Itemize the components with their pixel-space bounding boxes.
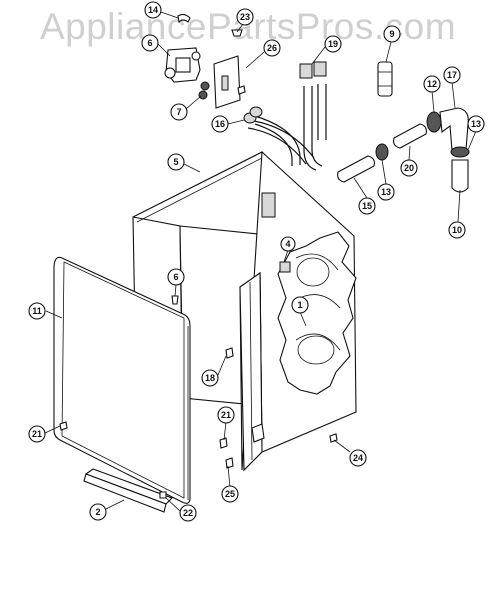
callout-24: 24	[349, 449, 367, 467]
callout-12: 12	[423, 75, 441, 93]
svg-text:4: 4	[285, 239, 290, 249]
callout-25: 25	[221, 485, 239, 503]
callout-13-ring: 13	[377, 183, 395, 201]
svg-text:21: 21	[221, 410, 231, 420]
svg-text:23: 23	[240, 12, 250, 22]
callout-23: 23	[236, 8, 254, 26]
callout-26: 26	[263, 39, 281, 57]
callout-6-lower: 6	[167, 268, 185, 286]
callout-18: 18	[201, 369, 219, 387]
water-valve-assembly	[164, 13, 246, 109]
svg-text:16: 16	[215, 119, 225, 129]
svg-text:26: 26	[267, 43, 277, 53]
svg-text:11: 11	[32, 306, 42, 316]
callout-5: 5	[167, 153, 185, 171]
svg-text:13: 13	[381, 187, 391, 197]
svg-text:22: 22	[183, 508, 193, 518]
callout-17: 17	[443, 66, 461, 84]
callout-7: 7	[170, 103, 188, 121]
callout-2: 2	[89, 503, 107, 521]
svg-text:7: 7	[176, 107, 181, 117]
callout-15: 15	[358, 197, 376, 215]
callout-19: 19	[324, 35, 342, 53]
svg-text:21: 21	[32, 429, 42, 439]
svg-text:25: 25	[225, 489, 235, 499]
leader-lines	[44, 11, 477, 512]
svg-text:12: 12	[427, 79, 437, 89]
svg-text:10: 10	[452, 225, 462, 235]
svg-text:24: 24	[353, 453, 363, 463]
front-panel	[53, 256, 191, 504]
svg-text:9: 9	[389, 29, 394, 39]
svg-text:13: 13	[471, 119, 481, 129]
callout-14: 14	[144, 1, 162, 19]
drain-parts	[337, 61, 470, 193]
svg-text:20: 20	[404, 163, 414, 173]
callout-1: 1	[291, 296, 309, 314]
svg-text:19: 19	[328, 39, 338, 49]
svg-text:14: 14	[148, 5, 158, 15]
back-panel-opening	[261, 192, 276, 218]
svg-text:15: 15	[362, 201, 372, 211]
svg-text:6: 6	[173, 272, 178, 282]
callout-20: 20	[400, 159, 418, 177]
callout-10: 10	[448, 221, 466, 239]
callout-16: 16	[211, 115, 229, 133]
svg-text:18: 18	[205, 373, 215, 383]
svg-text:2: 2	[95, 507, 100, 517]
callout-11: 11	[28, 302, 46, 320]
svg-text:1: 1	[297, 300, 302, 310]
callout-9: 9	[383, 25, 401, 43]
fill-hoses	[243, 61, 327, 171]
callout-21-right: 21	[217, 406, 235, 424]
callout-4: 4	[280, 236, 296, 252]
callout-13-elbow: 13	[467, 115, 485, 133]
svg-text:17: 17	[447, 70, 457, 80]
svg-text:6: 6	[147, 38, 152, 48]
callout-22: 22	[179, 504, 197, 522]
callout-21-left: 21	[28, 425, 46, 443]
callout-6: 6	[141, 34, 159, 52]
svg-text:5: 5	[173, 157, 178, 167]
toe-kick-bracket	[83, 468, 173, 513]
